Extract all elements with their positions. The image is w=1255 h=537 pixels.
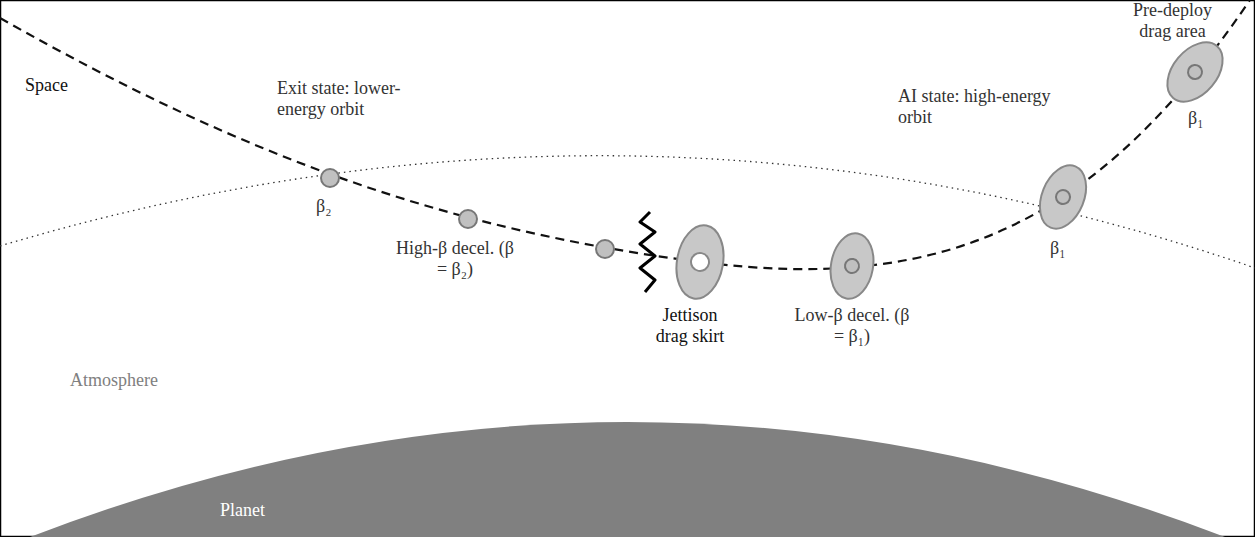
core-body — [1185, 62, 1205, 82]
label-text: β₂ — [316, 196, 331, 216]
annotation-label: Pre-deploy drag area — [1125, 0, 1220, 41]
drag-skirt — [671, 222, 729, 303]
jettison-squiggle — [640, 212, 655, 292]
label-text: High-β decel. (β = β₂) — [396, 238, 514, 279]
spacecraft-jettison — [671, 222, 729, 303]
label-text: Space — [25, 75, 68, 95]
annotation-label: Low-β decel. (β = β₁) — [792, 305, 912, 346]
annotation-label: β₁ — [1050, 238, 1065, 259]
label-text: Pre-deploy drag area — [1133, 0, 1212, 41]
trajectory — [0, 0, 1250, 269]
atmosphere-boundary — [0, 156, 1255, 268]
planet-body: Planet — [0, 400, 1255, 537]
drag-skirt — [1156, 32, 1233, 112]
label-text: AI state: high-energy orbit — [898, 86, 1051, 127]
annotation-label: β₁ — [1188, 108, 1203, 129]
label-text: Low-β decel. (β = β₁) — [795, 305, 910, 346]
core-body — [1054, 188, 1072, 206]
annotation-label: Space — [25, 75, 68, 96]
drag-skirt — [826, 230, 879, 302]
spacecraft-core — [596, 240, 614, 258]
label-text: β₁ — [1050, 238, 1065, 258]
spacecraft-core — [321, 169, 339, 187]
planet-surface — [30, 422, 1225, 537]
node-text: Planet — [220, 500, 265, 521]
spacecraft-deployed — [826, 230, 879, 302]
label-text: Atmosphere — [70, 370, 158, 390]
label-text: Jettison drag skirt — [656, 305, 724, 346]
annotation-label: AI state: high-energy orbit — [898, 86, 1058, 127]
annotation-label: β₂ — [316, 196, 331, 217]
core-body — [844, 258, 860, 274]
spacecraft-core — [459, 210, 477, 228]
planet-outline — [0, 400, 1255, 537]
label-text: Exit state: lower-energy orbit — [277, 78, 401, 119]
spacecraft-deployed — [1031, 159, 1095, 236]
spacecraft-deployed — [1156, 32, 1233, 112]
annotation-label: Atmosphere — [70, 370, 158, 391]
annotation-label: Jettison drag skirt — [645, 305, 735, 346]
label-text: β₁ — [1188, 108, 1203, 128]
annotation-label: Exit state: lower-energy orbit — [277, 78, 437, 119]
annotation-label: High-β decel. (β = β₂) — [395, 238, 515, 279]
skirt-hole — [690, 252, 711, 273]
drag-skirt — [1031, 159, 1095, 236]
